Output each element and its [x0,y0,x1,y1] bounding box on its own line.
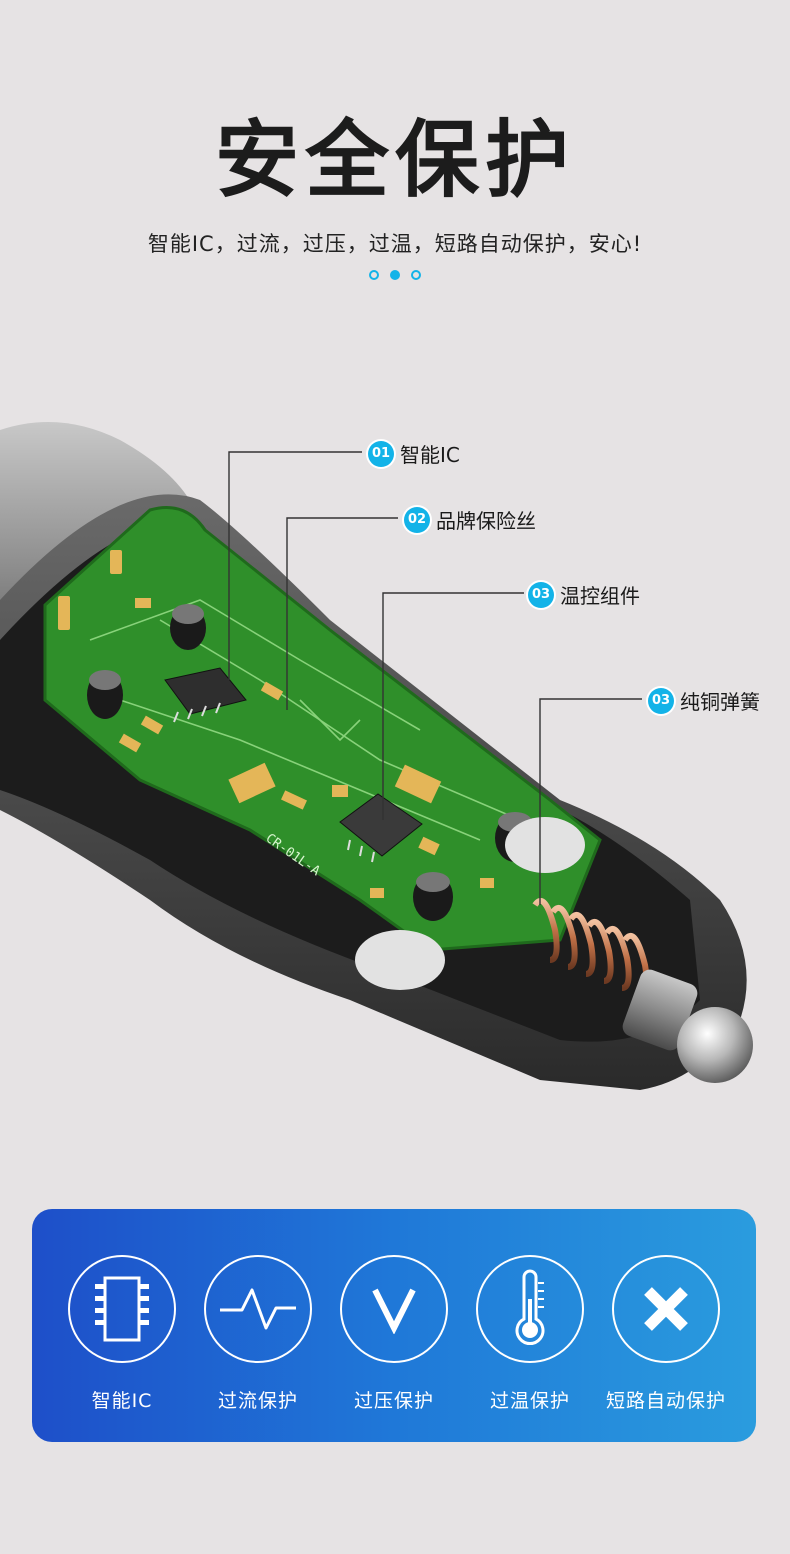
thermometer-icon [515,1269,545,1346]
feature-overvoltage: 过压保护 [329,1255,459,1413]
current-wave-icon [220,1288,296,1330]
callout-label: 纯铜弹簧 [680,690,760,714]
callout-temp-control: 03 温控组件 [528,580,640,609]
x-mark-icon [644,1287,688,1331]
temp-control-chip [339,793,423,863]
callout-label: 智能IC [400,443,460,467]
callout-label: 温控组件 [560,584,640,608]
pcb-marking: CR-01L-A [263,831,323,879]
feature-panel: 智能IC 过流保护 过压保护 [32,1209,756,1442]
feature-icon-circle [340,1255,448,1363]
voltage-v-icon [372,1288,416,1334]
feature-icon-circle [204,1255,312,1363]
callout-number-badge: 03 [528,581,554,608]
callout-smart-ic: 01 智能IC [368,439,460,468]
pcb-traces [89,599,521,841]
callout-copper-spring: 03 纯铜弹簧 [648,686,760,715]
feature-overtemp: 过温保护 [465,1255,595,1413]
feature-overcurrent: 过流保护 [193,1255,323,1413]
indicator-dot-3[interactable] [411,270,421,280]
callout-number-badge: 03 [648,687,674,714]
charger-head [0,422,206,720]
feature-label: 过流保护 [217,1390,298,1412]
copper-spring [532,897,650,998]
feature-icon-circle [68,1255,176,1363]
callout-label: 品牌保险丝 [436,509,536,533]
pcb-board [43,506,602,952]
chip-icon [95,1276,149,1342]
callout-number-badge: 02 [404,506,430,533]
capacitors [87,604,535,921]
feature-label: 过温保护 [489,1390,570,1412]
smart-ic-chip [164,667,247,723]
page-subtitle: 智能IC，过流，过压，过温，短路自动保护，安心! [147,232,643,256]
page-title: 安全保护 [214,111,575,209]
indicator-dot-1[interactable] [369,270,379,280]
side-contact-top [505,817,585,873]
carousel-indicator [0,270,790,280]
feature-icon-circle [476,1255,584,1363]
feature-label: 短路自动保护 [605,1390,726,1412]
feature-icon-circle [612,1255,720,1363]
feature-short-circuit: 短路自动保护 [601,1255,731,1413]
side-contact-bottom [355,930,445,990]
smd-pads [58,550,494,898]
callout-number-badge: 01 [368,440,394,467]
callout-fuse: 02 品牌保险丝 [404,505,536,534]
contact-tip [622,969,753,1083]
indicator-dot-2-active[interactable] [390,270,400,280]
feature-label: 智能IC [91,1390,153,1412]
feature-smart-ic: 智能IC [57,1255,187,1413]
feature-label: 过压保护 [353,1390,434,1412]
